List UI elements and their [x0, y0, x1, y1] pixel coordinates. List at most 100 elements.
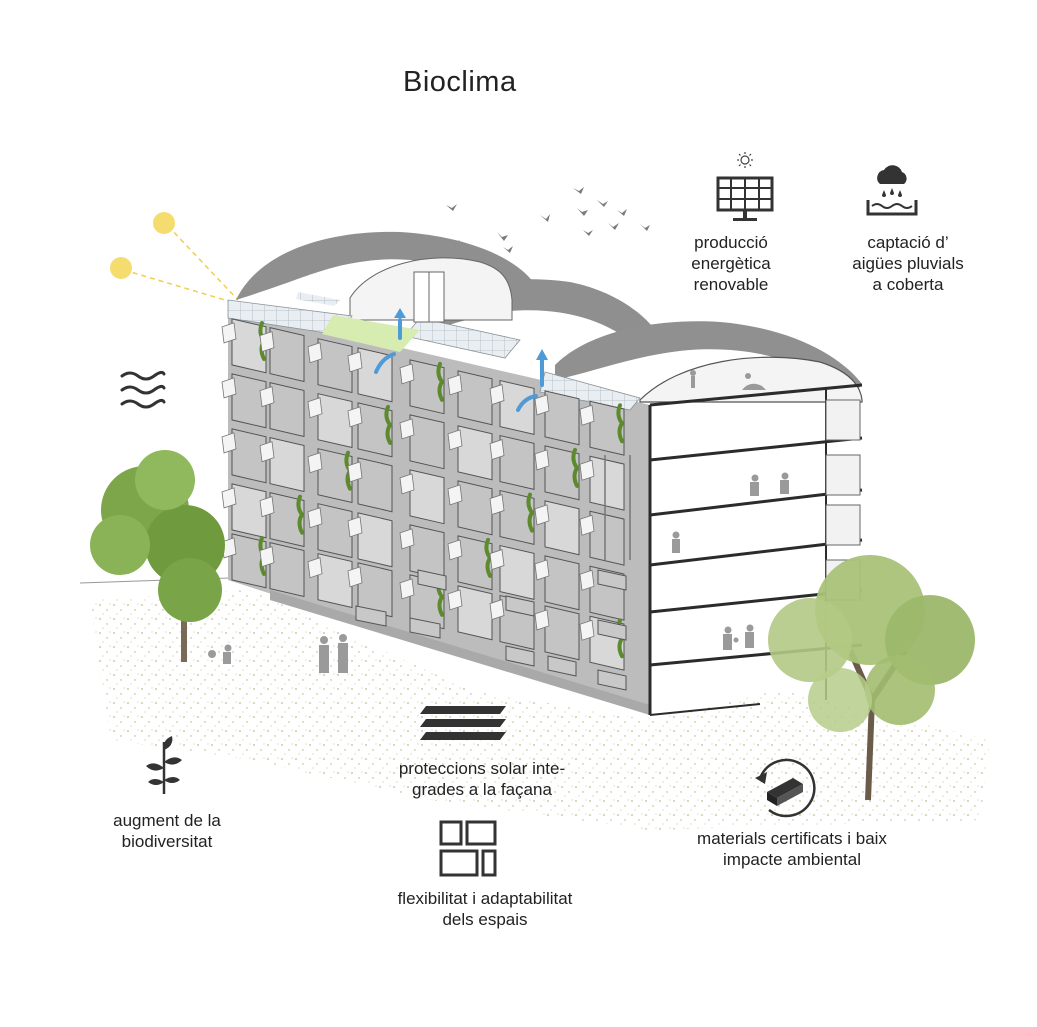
- flexibility-label: flexibilitat i adaptabilitat dels espais: [397, 889, 573, 929]
- solar-louver: [307, 452, 323, 474]
- solar-louver: [534, 504, 550, 526]
- solar-louver: [399, 528, 415, 550]
- solar-louver: [307, 557, 323, 579]
- facade-window: [317, 338, 353, 394]
- solar-louver: [579, 569, 595, 591]
- solar-louver: [221, 432, 237, 454]
- solar-louver: [534, 394, 550, 416]
- facade-modules: [221, 318, 625, 671]
- tree-right: [768, 555, 975, 801]
- facade-window: [544, 555, 580, 611]
- solar-louver: [347, 566, 363, 588]
- solar-louver: [221, 377, 237, 399]
- sun-icon: [110, 212, 239, 304]
- solar-louver: [347, 351, 363, 373]
- natural-ventilation-arrows: [374, 318, 544, 412]
- solar-louver: [347, 406, 363, 428]
- facade-window: [317, 503, 353, 559]
- facade-window: [499, 379, 535, 436]
- facade-window: [231, 318, 267, 374]
- climbing-plant: [616, 403, 625, 444]
- facade-window: [499, 434, 535, 491]
- climbing-plant: [384, 404, 393, 445]
- facade-window: [231, 428, 267, 484]
- solar-louver: [534, 609, 550, 631]
- solar-louver: [534, 559, 550, 581]
- climbing-plant: [296, 494, 305, 535]
- facade-window: [269, 437, 305, 493]
- facade-window: [589, 455, 625, 511]
- solar-energy-label: producció energètica renovable: [691, 233, 771, 294]
- facade-window: [269, 382, 305, 438]
- facade-window: [317, 448, 353, 504]
- facade-window: [499, 544, 535, 601]
- solar-panel-icon: [716, 152, 774, 221]
- solar-louver: [447, 374, 463, 396]
- facade-window: [317, 553, 353, 609]
- recycled-material-icon: [755, 758, 816, 818]
- facade-window: [269, 327, 305, 383]
- solar-louver: [399, 418, 415, 440]
- facade-window: [457, 585, 493, 641]
- climbing-plant: [436, 361, 445, 402]
- solar-louver: [307, 342, 323, 364]
- solar-louver: [259, 386, 275, 408]
- solar-louver: [447, 589, 463, 611]
- people-silhouettes: [208, 370, 789, 673]
- climbing-plant: [571, 447, 580, 488]
- facade-window: [457, 370, 493, 426]
- solar-louver: [489, 494, 505, 516]
- solar-louver: [489, 384, 505, 406]
- facade-window: [409, 414, 445, 470]
- rainwater-label: captació d’ aigües pluvials a coberta: [852, 233, 964, 294]
- facade-window: [499, 489, 535, 546]
- solar-louver: [447, 484, 463, 506]
- solar-louver: [579, 514, 595, 536]
- facade-window: [457, 425, 493, 481]
- facade-window: [357, 402, 393, 458]
- facade-window: [269, 542, 305, 598]
- climbing-plant: [484, 537, 493, 578]
- solar-louver: [307, 507, 323, 529]
- facade-window: [544, 605, 580, 661]
- biodiversity-label: augment de la biodiversitat: [113, 811, 221, 851]
- facade-window: [231, 533, 267, 589]
- solar-louver: [221, 322, 237, 344]
- facade-window: [409, 469, 445, 525]
- facade-window: [357, 562, 393, 618]
- tree-left: [90, 450, 225, 662]
- solar-louver: [579, 404, 595, 426]
- solar-louver: [347, 516, 363, 538]
- plant-sprout-icon: [146, 736, 182, 794]
- solar-louver: [307, 397, 323, 419]
- solar-louver: [489, 439, 505, 461]
- inner-columns: [604, 455, 631, 560]
- wind-icon: [120, 370, 166, 409]
- solar-louver: [534, 449, 550, 471]
- facade-window: [544, 390, 580, 446]
- ground-floor-windows: [355, 569, 627, 691]
- solar-louver: [259, 331, 275, 353]
- arrow-heads: [394, 308, 548, 360]
- facade-window: [231, 483, 267, 539]
- page-title: Bioclima: [403, 66, 517, 98]
- facade-window: [409, 524, 445, 580]
- facade-window: [231, 373, 267, 429]
- facade-window: [317, 393, 353, 449]
- solar-protection-label: proteccions solar inte- grades a la faça…: [398, 759, 566, 799]
- facade-window: [589, 510, 625, 566]
- facade-window: [457, 535, 493, 591]
- facade-window: [544, 445, 580, 501]
- facade-window: [589, 400, 625, 456]
- facade-window: [357, 457, 393, 513]
- solar-louver: [259, 496, 275, 518]
- facade-window: [269, 492, 305, 548]
- solar-louver: [347, 461, 363, 483]
- facade-window: [544, 500, 580, 556]
- flexible-spaces-icon: [439, 820, 497, 877]
- facade-window: [409, 359, 445, 415]
- rain-collection-icon: [866, 165, 918, 216]
- solar-louver: [447, 539, 463, 561]
- facade-window: [357, 512, 393, 568]
